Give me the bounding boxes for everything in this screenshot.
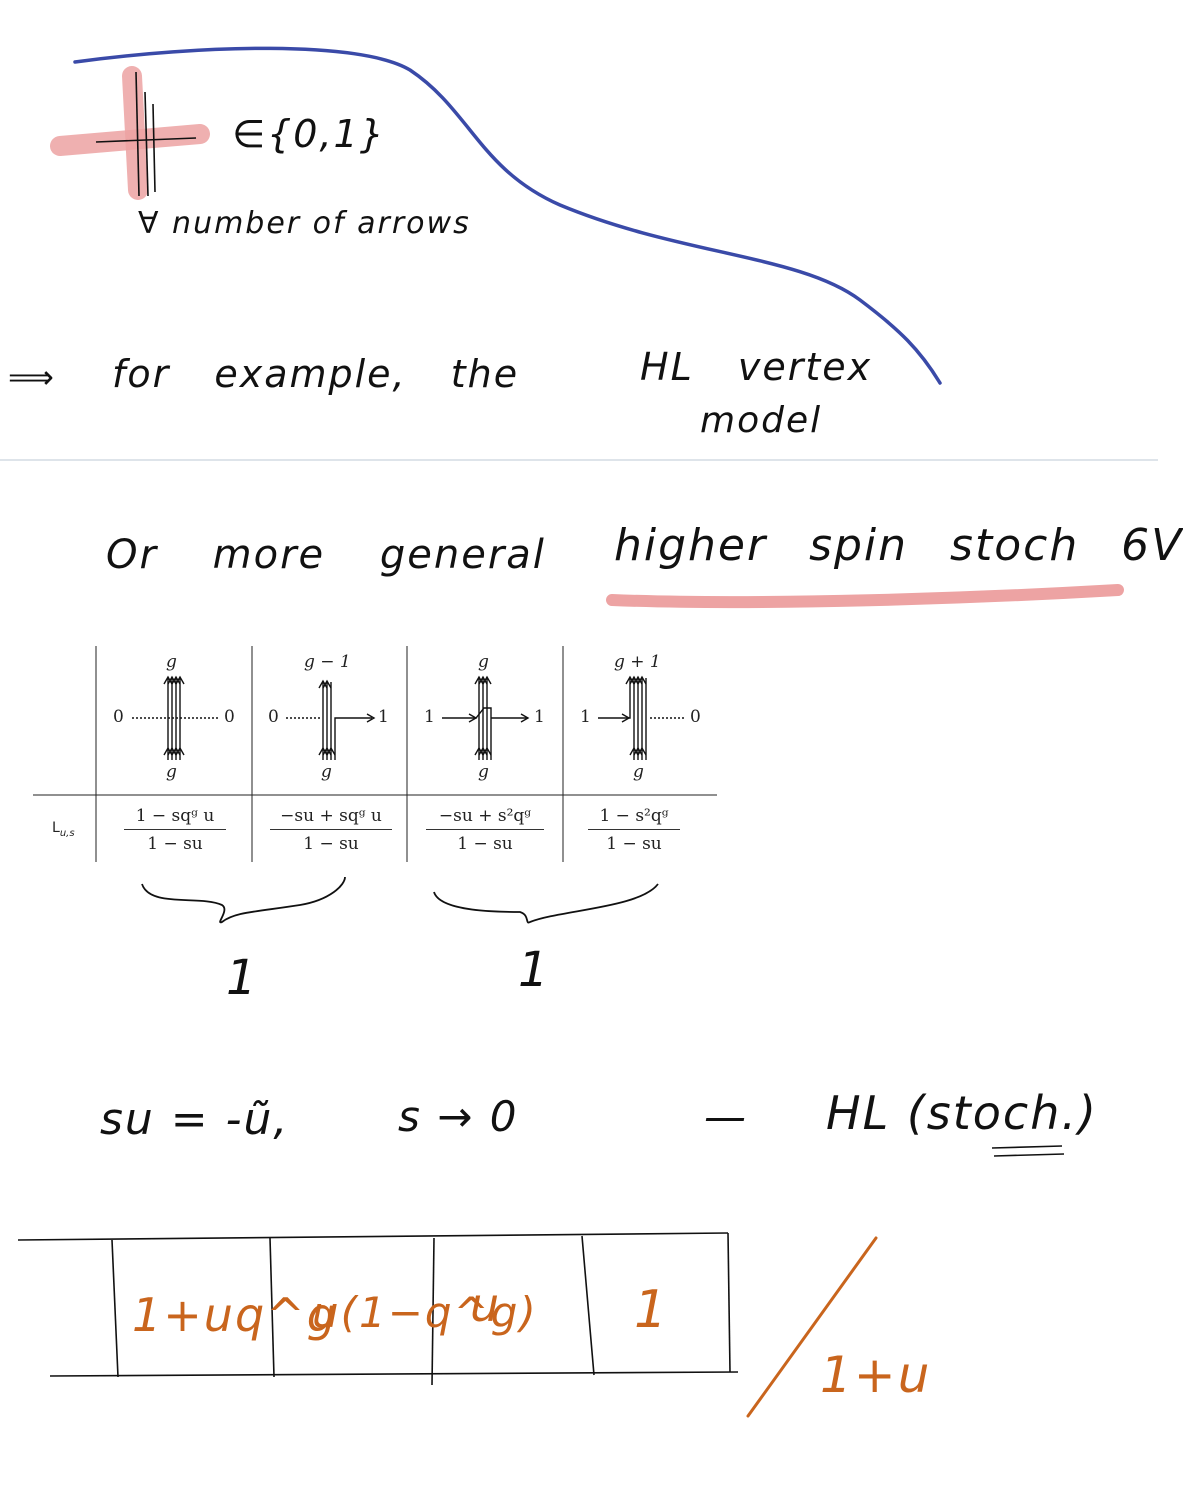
cross-vertical-1 (135, 71, 140, 197)
vertex4-left: 1 (580, 707, 591, 727)
weight-cell-3: u (470, 1278, 502, 1332)
vertex3-left: 1 (424, 707, 435, 727)
dash-text: — (704, 1092, 748, 1141)
limit-text: s → 0 (398, 1092, 519, 1141)
model-name-line-2: model (700, 400, 823, 441)
vertex4-top: g + 1 (614, 652, 661, 672)
division-slash (746, 1236, 878, 1418)
cross-horizontal (95, 137, 197, 143)
weight-cell-2: u(1−q^g) (312, 1288, 538, 1337)
brace-sum-right: 1 (518, 942, 551, 998)
implies-arrow: ⟹ (8, 358, 56, 396)
vertex-diagram-2 (286, 679, 376, 760)
blue-curve (73, 46, 942, 385)
brace-left (141, 876, 346, 924)
vertex3-bottom: g (478, 762, 489, 782)
brace-sum-left: 1 (226, 950, 259, 1006)
notes-page: ∈{0,1} ∀ number of arrows ⟹ for example,… (0, 46, 1181, 1418)
general-highlight-text: higher spin stoch 6V (614, 520, 1183, 571)
model-name-line-1: HL vertex (640, 345, 873, 389)
vertex2-right: 1 (378, 707, 389, 727)
weights-denominator: 1+u (820, 1346, 932, 1404)
arrows-count-text: ∀ number of arrows (138, 206, 471, 241)
weight-set-text: ∈{0,1} (232, 112, 386, 156)
weight-cell-4: 1 (634, 1280, 670, 1340)
vertex-diagram-3 (442, 675, 530, 760)
substitution-text: su = -ũ, (100, 1094, 290, 1145)
ink-strokes (0, 46, 1158, 1418)
vertex3-right: 1 (534, 707, 545, 727)
example-text: for example, the (112, 352, 520, 396)
vertex4-bottom: g (633, 762, 644, 782)
vertex1-top: g (166, 652, 177, 672)
weight-cell-1: 1+uq^g (132, 1288, 338, 1342)
general-prefix-text: Or more general (106, 532, 546, 578)
vertex-diagram-1 (132, 675, 220, 760)
row-label: Lu,s (52, 820, 75, 839)
highlight-underline (606, 584, 1124, 609)
vertex2-bottom: g (321, 762, 332, 782)
vertex2-left: 0 (268, 707, 279, 727)
vertex2-top: g − 1 (304, 652, 351, 672)
vertex1-bottom: g (166, 762, 177, 782)
cross-vertical-3 (152, 103, 156, 193)
result-text: HL (stoch.) (826, 1086, 1098, 1140)
vertex4-right: 0 (690, 707, 701, 727)
vertex1-right: 0 (224, 707, 235, 727)
vertex-diagram-4 (598, 675, 684, 760)
vertex1-left: 0 (113, 707, 124, 727)
vertex3-top: g (478, 652, 489, 672)
cross-vertical-2 (144, 91, 149, 197)
brace-right (433, 883, 659, 924)
underline-stoch (991, 1145, 1065, 1157)
